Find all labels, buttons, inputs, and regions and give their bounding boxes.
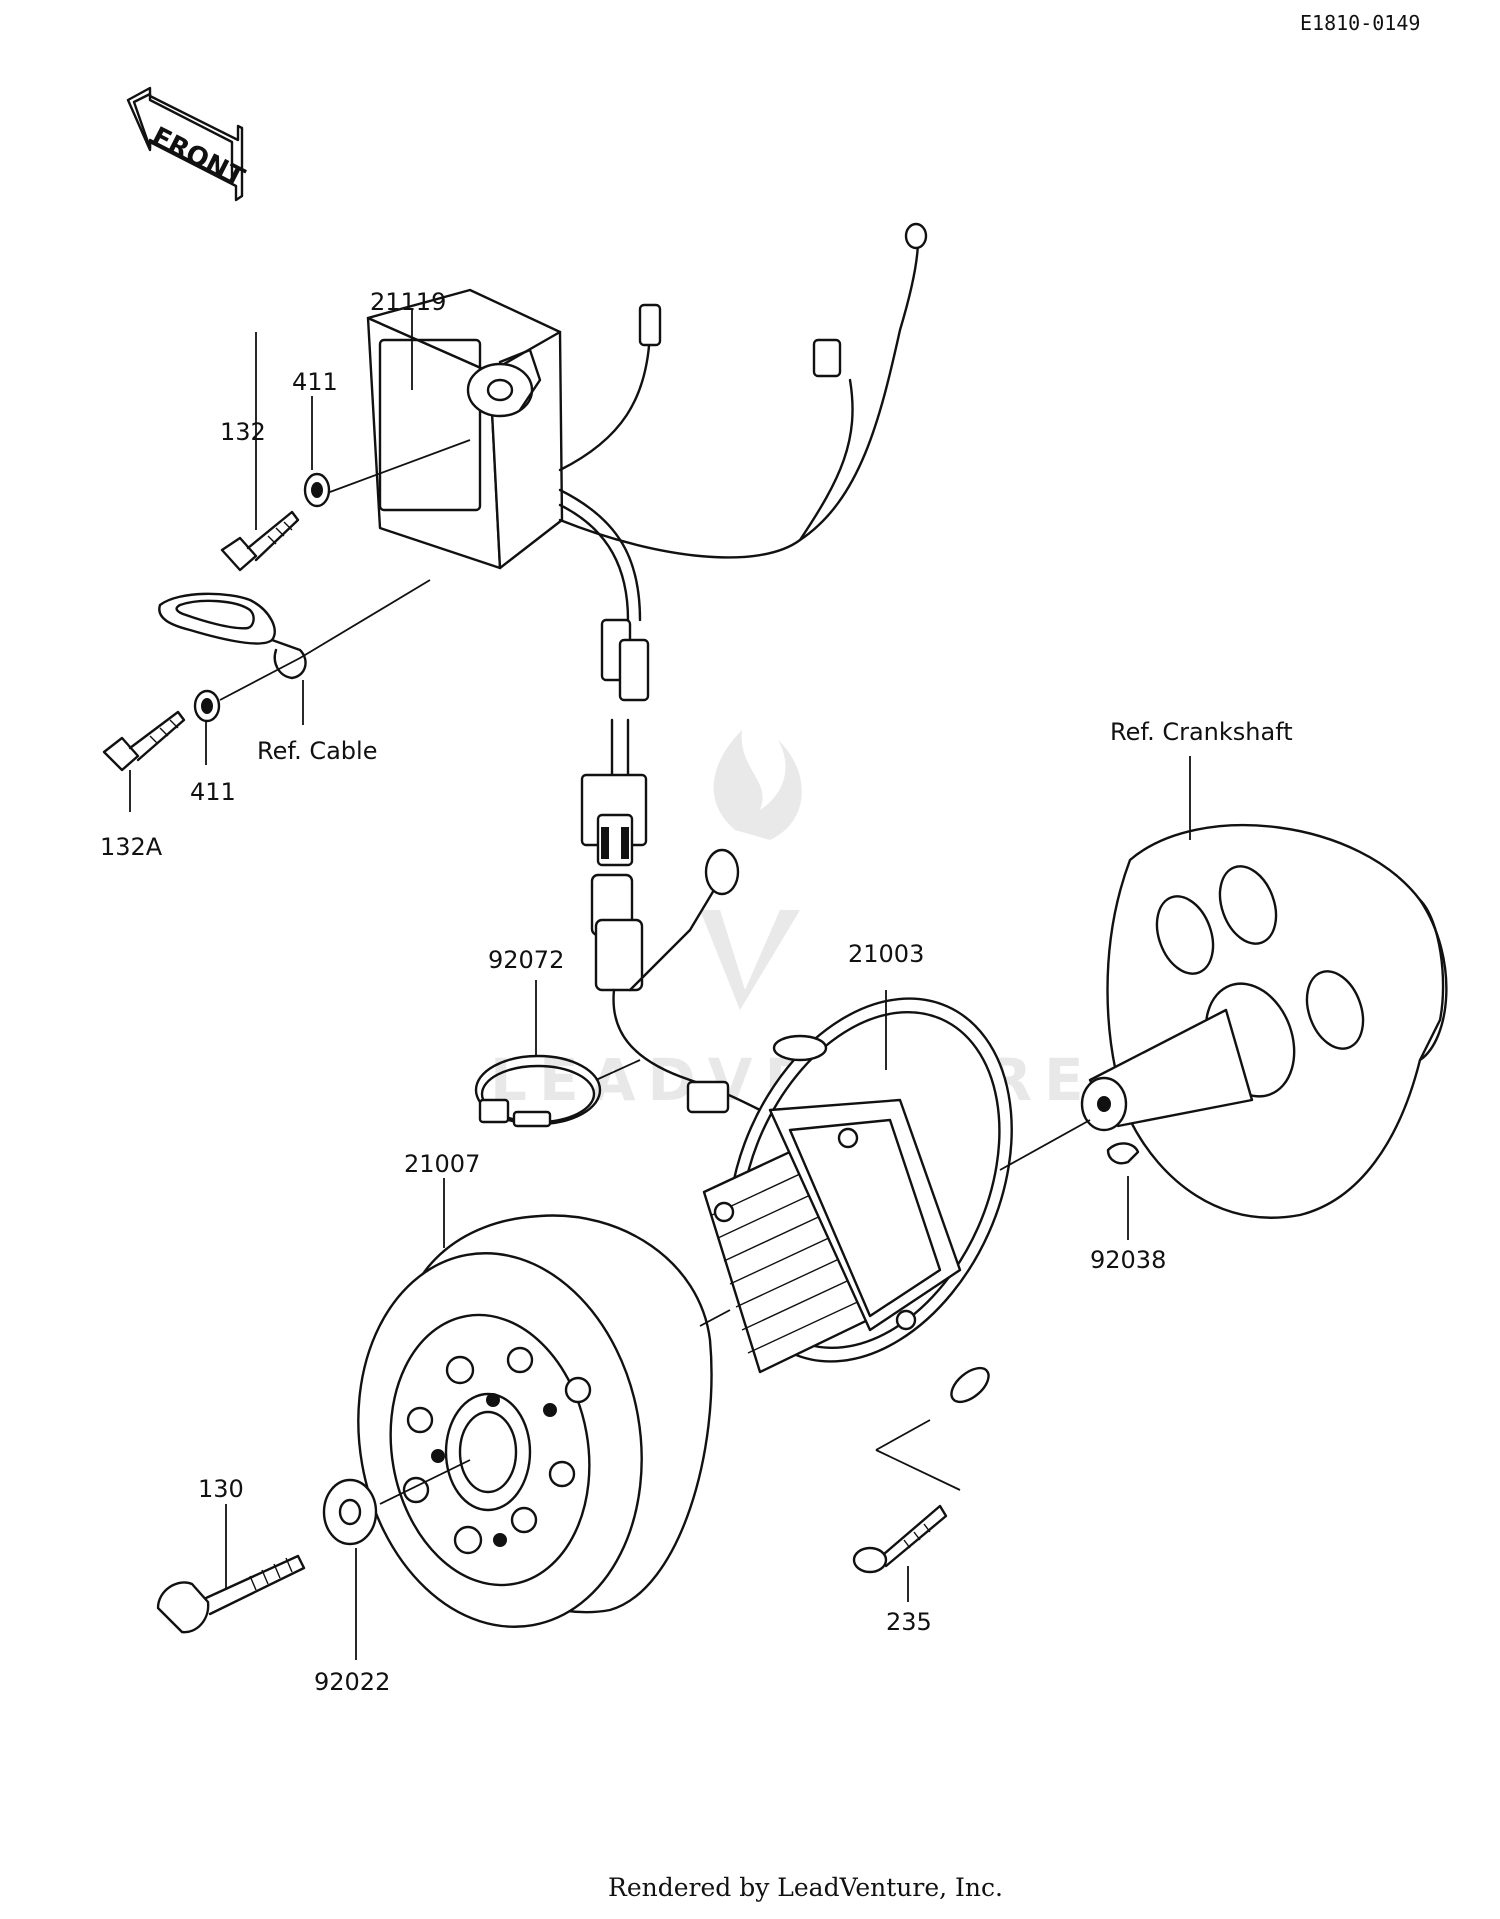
label-411-top: 411 [292, 368, 338, 396]
stator-21003 [702, 997, 1013, 1404]
label-92072: 92072 [488, 946, 564, 974]
v-watermark-icon [700, 910, 800, 1010]
cable-clamp [158, 592, 307, 680]
crankshaft-ref [1080, 824, 1448, 1219]
washer-411-bottom [193, 689, 221, 723]
label-21003: 21003 [848, 940, 924, 968]
flame-watermark-icon [713, 730, 802, 840]
label-21119: 21119 [370, 288, 446, 316]
rotor-21007 [357, 1214, 713, 1628]
washer-92022 [322, 1478, 378, 1546]
label-ref-crankshaft: Ref. Crankshaft [1110, 718, 1293, 746]
label-92022: 92022 [314, 1668, 390, 1696]
label-132: 132 [220, 418, 266, 446]
screw-235 [852, 1504, 948, 1574]
part-labels: 21119 411 132 Ref. Cable 411 132A Ref. C… [100, 288, 1293, 1696]
footer-credit: Rendered by LeadVenture, Inc. [608, 1873, 1003, 1902]
washer-411-top [303, 472, 331, 508]
label-92038: 92038 [1090, 1246, 1166, 1274]
label-411-bottom: 411 [190, 778, 236, 806]
clamp-band-92072 [474, 1054, 602, 1128]
front-arrow-icon: FRONT [126, 86, 249, 202]
front-arrow-label: FRONT [147, 122, 249, 194]
label-235: 235 [886, 1608, 932, 1636]
label-21007: 21007 [404, 1150, 480, 1178]
leader-lines [129, 310, 1191, 1660]
diagram-code: E1810-0149 [1300, 11, 1420, 35]
label-132A: 132A [100, 833, 163, 861]
label-ref-cable: Ref. Cable [257, 737, 377, 765]
bolt-130 [156, 1554, 306, 1634]
bolt-132 [220, 510, 300, 572]
woodruff-key-92038 [1106, 1142, 1140, 1165]
label-130: 130 [198, 1475, 244, 1503]
cdi-unit-21119 [366, 222, 928, 702]
bolt-132A [102, 710, 186, 772]
wire-connector [580, 718, 762, 1114]
